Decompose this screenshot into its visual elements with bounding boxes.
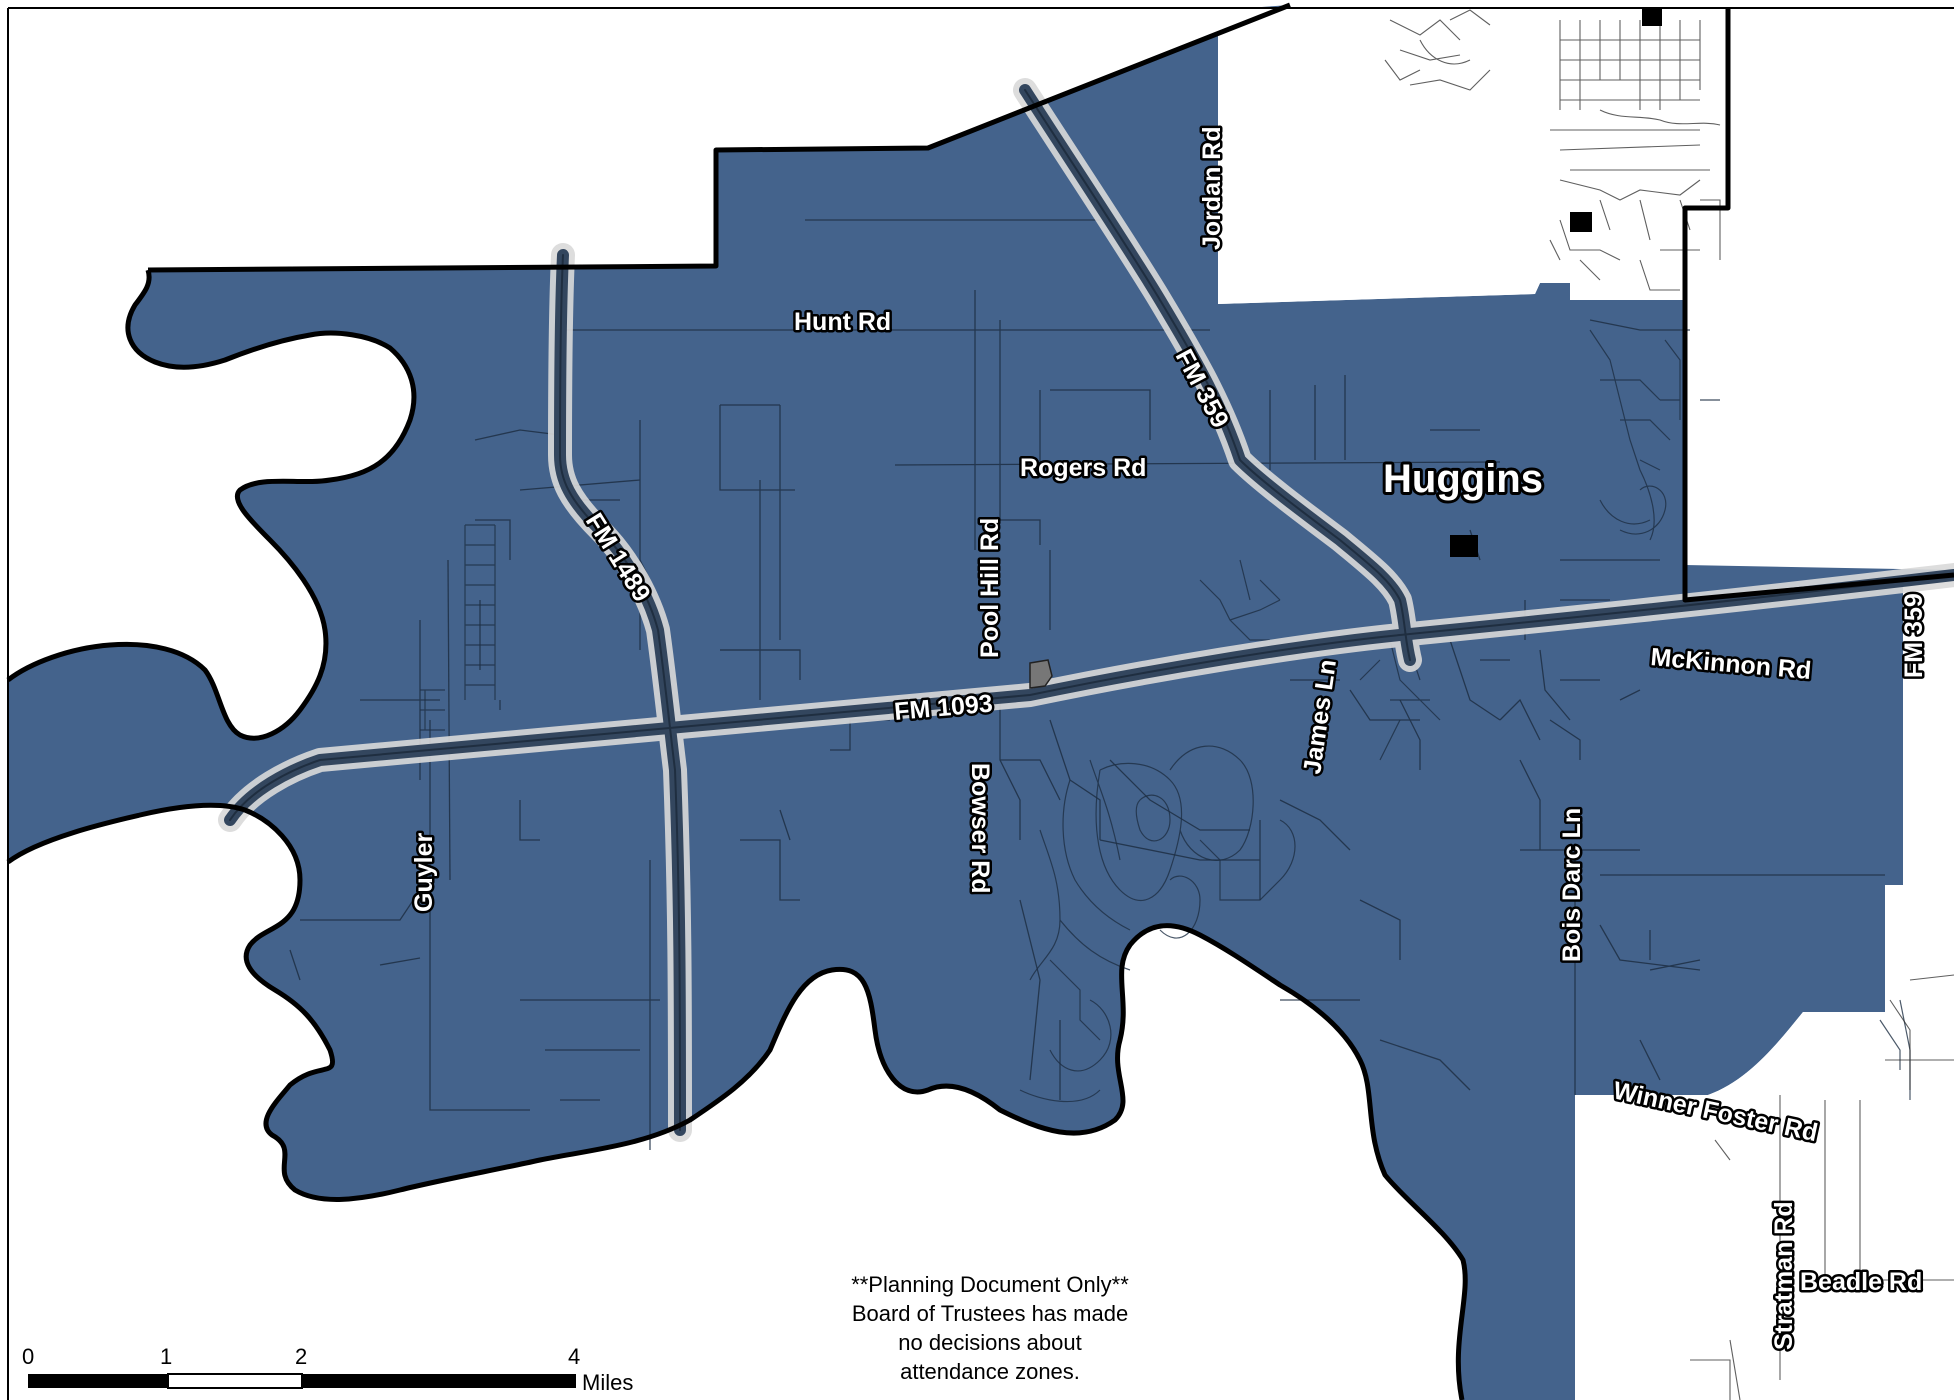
school-building-icon (1450, 8, 1662, 557)
scale-bar-segment (28, 1374, 168, 1388)
disclaimer-line: Board of Trustees has made (851, 1301, 1129, 1326)
attendance-zone-boundary (147, 2, 1291, 273)
scale-bar-segment (167, 1373, 303, 1389)
highway-network (218, 78, 1954, 1142)
scale-tick-0: 0 (22, 1344, 34, 1369)
scale-tick-4: 4 (568, 1344, 580, 1369)
scale-tick-1: 1 (160, 1344, 172, 1369)
attendance-zone-boundary-west (6, 269, 1468, 1400)
scale-bar: 0 1 2 4 Miles (22, 1344, 633, 1395)
disclaimer-line: attendance zones. (900, 1359, 1080, 1384)
scale-unit: Miles (582, 1370, 633, 1395)
road-label-stratman-rd: Stratman Rd (1770, 1201, 1798, 1350)
road-label-guyler: Guyler (410, 833, 438, 912)
road-label-bowser-rd: Bowser Rd (966, 763, 994, 894)
excluded-area-east (1575, 575, 1954, 1400)
road-label-rogers-rd: Rogers Rd (1020, 454, 1146, 482)
scale-tick-2: 2 (295, 1344, 307, 1369)
excluded-area-huggins-north (1218, 8, 1728, 304)
scale-bar-segment (302, 1374, 576, 1388)
road-label-hunt-rd: Hunt Rd (794, 308, 891, 336)
east-local-roads (1690, 974, 1954, 1400)
road-label-fm-359-east: FM 359 (1900, 593, 1928, 678)
road-label-pool-hill-rd: Pool Hill Rd (976, 518, 1004, 658)
attendance-zone-boundary-east (1682, 8, 1954, 603)
disclaimer-line: no decisions about (898, 1330, 1082, 1355)
planning-disclaimer: **Planning Document Only** Board of Trus… (790, 1270, 1190, 1386)
road-label-jordan-rd: Jordan Rd (1198, 126, 1226, 250)
disclaimer-line: **Planning Document Only** (851, 1272, 1129, 1297)
school-site-marker (1029, 659, 1053, 689)
road-label-beadle-rd: Beadle Rd (1800, 1268, 1922, 1296)
road-label-bois-darc-ln: Bois Darc Ln (1558, 808, 1586, 962)
town-label-huggins: Huggins (1383, 457, 1543, 501)
school-building-icon (1642, 8, 1662, 26)
school-building-icon (1450, 535, 1478, 557)
school-building-icon (1570, 212, 1592, 232)
